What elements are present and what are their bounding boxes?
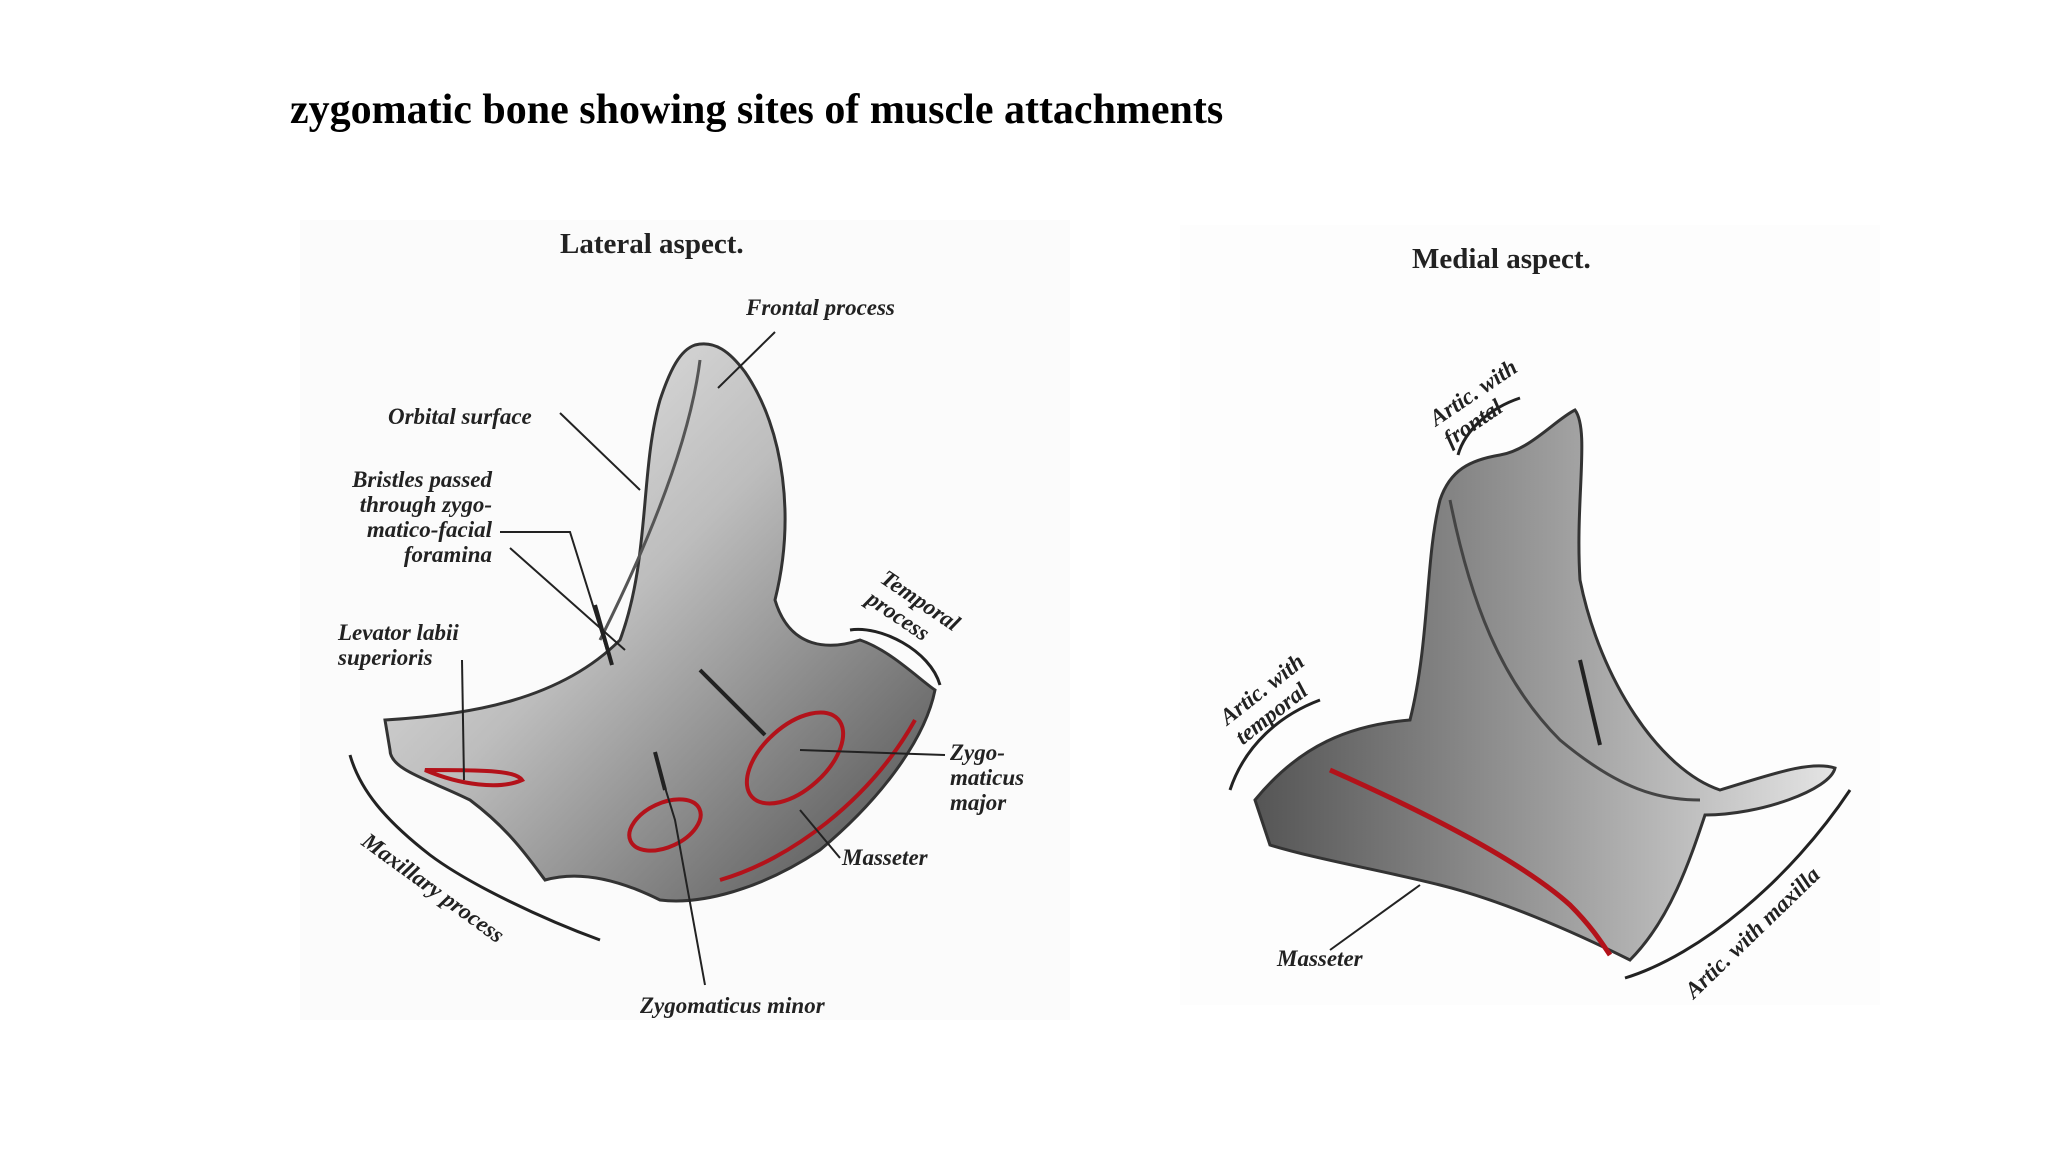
medial-bone — [1253, 408, 1837, 962]
label-frontal-process: Frontal process — [746, 295, 895, 320]
label-masseter-medial: Masseter — [1277, 946, 1363, 971]
label-zygomaticus-minor: Zygomaticus minor — [640, 993, 825, 1018]
lateral-heading: Lateral aspect. — [560, 228, 744, 260]
medial-leader-lines — [1329, 884, 1421, 951]
label-bristles: Bristles passed through zygo- matico-fac… — [352, 467, 492, 567]
lateral-leader-lines — [461, 331, 946, 986]
slide-title: zygomatic bone showing sites of muscle a… — [290, 87, 1224, 133]
label-masseter-lateral: Masseter — [842, 845, 928, 870]
lateral-masseter-line — [719, 719, 917, 882]
lateral-orbital-ridge — [598, 359, 702, 641]
zygomaticus-major-site — [744, 710, 846, 806]
medial-inner-shadow — [1448, 499, 1701, 802]
label-levator-labii: Levator labii superioris — [338, 620, 459, 670]
lateral-braces — [348, 627, 942, 942]
medial-heading: Medial aspect. — [1412, 243, 1591, 275]
lateral-bone — [383, 342, 937, 903]
zygomaticus-minor-site — [627, 797, 703, 853]
medial-bristle — [1578, 659, 1602, 746]
label-orbital-surface: Orbital surface — [388, 404, 532, 429]
bristle-2 — [698, 668, 767, 737]
label-zygomaticus-major: Zygo- maticus major — [950, 740, 1025, 815]
medial-masseter-line — [1328, 767, 1613, 957]
levator-labii-site — [424, 768, 526, 788]
medial-braces — [1228, 396, 1852, 980]
